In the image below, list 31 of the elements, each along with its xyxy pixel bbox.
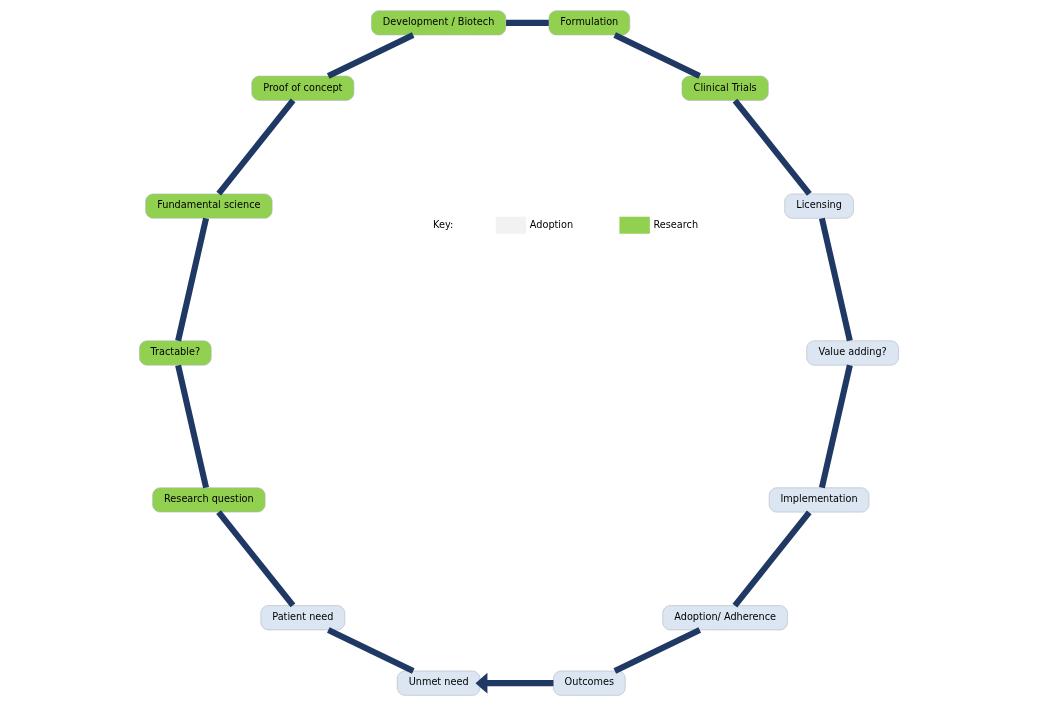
legend-label: Research [653,218,699,230]
node-box: Implementation [768,487,870,513]
connector [818,217,853,342]
node-box: Outcomes [553,670,626,696]
connector [613,32,701,79]
connector [506,19,549,26]
connector [327,627,415,674]
node-box: Licensing [784,193,854,219]
node-box: Proof of concept [251,75,355,101]
node-box: Clinical Trials [681,75,769,101]
connector [613,627,702,674]
connector [818,364,853,489]
node-box: Unmet need [396,670,481,696]
connector [326,32,415,79]
connector [216,510,296,608]
node-box: Development / Biotech [371,10,507,36]
node-box: Value adding? [806,340,899,366]
node-box: Formulation [548,10,631,36]
arrow [475,672,554,694]
node-box: Adoption/ Adherence [662,605,788,631]
connector [732,98,812,196]
connector [175,217,209,342]
node-box: Patient need [260,605,346,631]
node-box: Fundamental science [145,193,273,219]
node-box: Research question [152,487,266,513]
node-box: Tractable? [139,340,212,366]
connector [216,98,296,196]
label: Key: [433,218,454,230]
connector [732,510,812,608]
connector [175,364,210,489]
legend-label: Adoption [529,218,574,230]
